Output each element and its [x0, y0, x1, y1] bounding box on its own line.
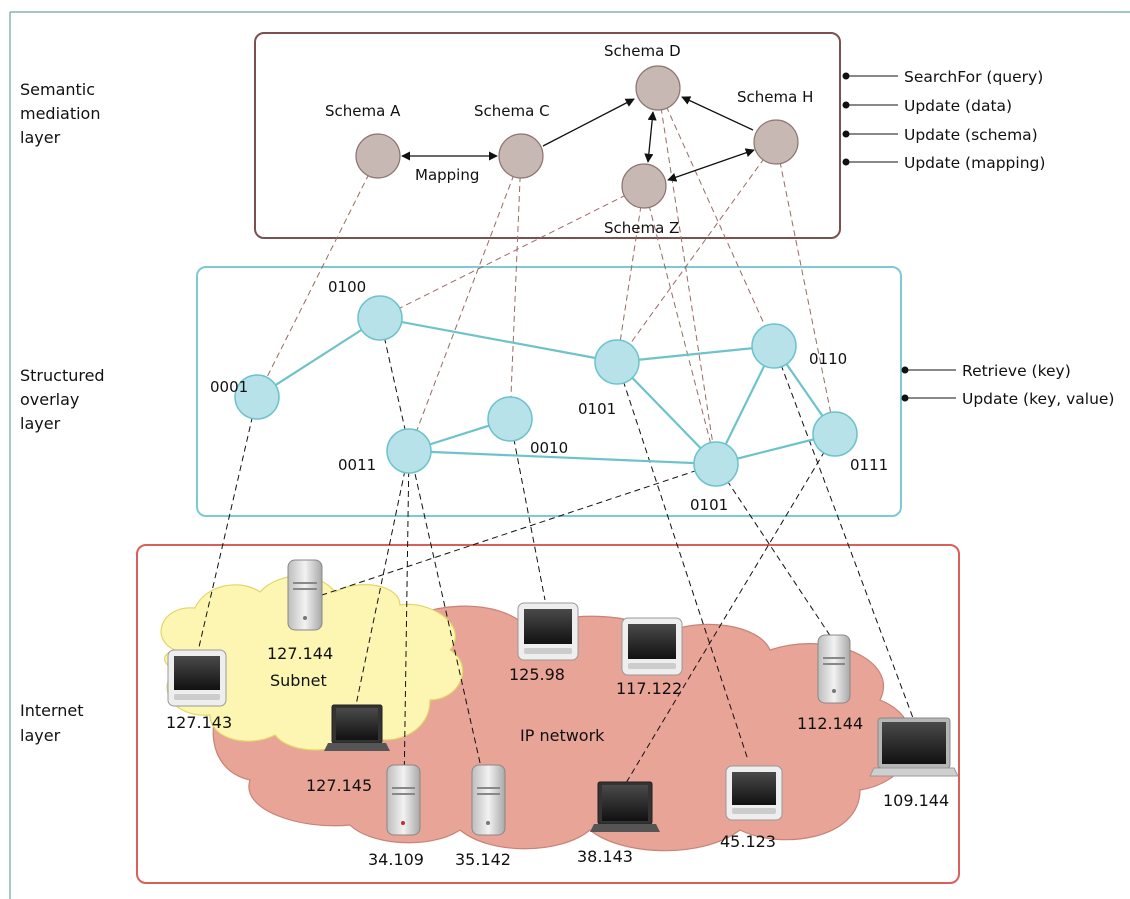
laptop-icon[interactable] — [869, 717, 959, 777]
overlay-layer-label-1: Structured — [20, 366, 105, 385]
internet-layer-box — [136, 544, 960, 884]
host-label-127-145: 127.145 — [306, 776, 372, 795]
internet-layer-label-2: layer — [20, 726, 61, 745]
semantic-layer-label-3: layer — [20, 128, 61, 147]
schema-node-a[interactable] — [355, 133, 401, 179]
monitor-icon[interactable] — [621, 617, 683, 676]
host-label-127-143: 127.143 — [166, 713, 232, 732]
schema-node-c[interactable] — [498, 133, 544, 179]
api-update-data: Update (data) — [904, 97, 1012, 115]
node-label-0110: 0110 — [809, 350, 847, 368]
overlay-node-0100[interactable] — [357, 295, 403, 341]
host-label-45-123: 45.123 — [720, 832, 776, 851]
api-update-mapping: Update (mapping) — [904, 154, 1045, 172]
host-label-38-143: 38.143 — [577, 847, 633, 866]
subnet-cloud — [160, 575, 463, 751]
overlay-node-0001[interactable] — [234, 374, 280, 420]
overlay-layer-label-3: layer — [20, 414, 61, 433]
laptop-icon[interactable] — [590, 781, 660, 832]
semantic-layer-label-2: mediation — [20, 104, 100, 123]
overlay-node-0111[interactable] — [812, 411, 858, 457]
node-label-0101-lower: 0101 — [690, 496, 728, 514]
laptop-icon[interactable] — [324, 704, 390, 751]
schema-node-h[interactable] — [753, 119, 799, 165]
node-label-0010: 0010 — [530, 439, 568, 457]
mapping-label: Mapping — [415, 166, 479, 184]
api-update-schema: Update (schema) — [904, 126, 1038, 144]
tower-icon[interactable] — [386, 764, 421, 836]
host-label-125-98: 125.98 — [509, 665, 565, 684]
overlay-layer-label-2: overlay — [20, 390, 79, 409]
tower-icon[interactable] — [817, 634, 851, 704]
api-searchfor-query: SearchFor (query) — [904, 68, 1043, 86]
node-label-0101-upper: 0101 — [578, 400, 616, 418]
node-label-0011: 0011 — [338, 456, 376, 474]
semantic-layer-box — [254, 32, 841, 239]
host-label-109-144: 109.144 — [883, 791, 949, 810]
overlay-node-0101-lower[interactable] — [693, 441, 739, 487]
host-label-117-122: 117.122 — [616, 679, 682, 698]
schema-a-label: Schema A — [325, 102, 401, 120]
host-label-112-144: 112.144 — [797, 714, 863, 733]
tower-icon[interactable] — [471, 764, 506, 836]
semantic-api-connectors — [842, 72, 898, 166]
node-label-0001: 0001 — [210, 378, 248, 396]
semantic-layer-label-1: Semantic — [20, 80, 95, 99]
overlay-node-0010[interactable] — [487, 396, 533, 442]
schema-c-label: Schema C — [474, 102, 550, 120]
node-label-0111: 0111 — [850, 456, 888, 474]
schema-edges — [401, 96, 755, 182]
host-label-127-144: 127.144 — [267, 644, 333, 663]
internet-layer-label-1: Internet — [20, 701, 84, 720]
overlay-api-connectors — [901, 366, 956, 402]
overlay-node-0011[interactable] — [386, 428, 432, 474]
overlay-node-0101-upper[interactable] — [594, 339, 640, 385]
schema-node-d[interactable] — [635, 65, 681, 111]
api-update-key-value: Update (key, value) — [962, 390, 1114, 408]
subnet-label: Subnet — [270, 671, 327, 690]
overlay-node-0110[interactable] — [751, 323, 797, 369]
schema-z-label: Schema Z — [604, 219, 679, 237]
ip-network-label: IP network — [520, 726, 605, 745]
monitor-icon[interactable] — [167, 649, 227, 707]
node-label-0100: 0100 — [328, 278, 366, 296]
schema-node-z[interactable] — [621, 163, 667, 209]
schema-d-label: Schema D — [604, 42, 681, 60]
schema-h-label: Schema H — [737, 88, 813, 106]
api-retrieve-key: Retrieve (key) — [962, 362, 1071, 380]
host-label-34-109: 34.109 — [368, 850, 424, 869]
monitor-icon[interactable] — [725, 765, 783, 821]
tower-icon[interactable] — [287, 559, 323, 631]
host-label-35-142: 35.142 — [455, 850, 511, 869]
overlay-layer-box — [196, 266, 902, 517]
overlay-internet-links — [195, 317, 914, 791]
monitor-icon[interactable] — [517, 602, 579, 661]
